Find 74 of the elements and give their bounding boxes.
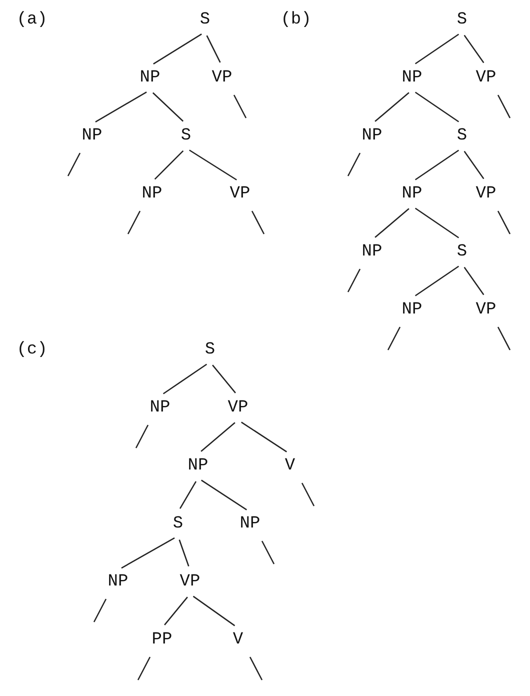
category-label: NP (402, 70, 422, 86)
category-label: S (456, 244, 468, 260)
category-label: VP (476, 302, 496, 318)
branch-line (414, 150, 460, 180)
category-label: S (456, 128, 468, 144)
branch-line (241, 422, 287, 452)
branch-line (212, 364, 236, 394)
category-label: NP (402, 302, 422, 318)
panel-label: (c) (16, 342, 48, 358)
branch-line (164, 596, 188, 626)
category-label: VP (230, 186, 250, 202)
category-label: S (456, 12, 468, 28)
branch-line (414, 208, 460, 238)
branch-line (121, 537, 175, 569)
branch-line (233, 94, 247, 118)
category-label: NP (142, 186, 162, 202)
branch-line (387, 326, 401, 350)
branch-line (464, 266, 484, 296)
branch-line (464, 150, 484, 180)
branch-line (192, 596, 236, 626)
branch-line (152, 92, 184, 122)
branch-line (301, 482, 315, 506)
panel-label: (b) (280, 12, 312, 28)
branch-line (347, 152, 361, 176)
branch-line (251, 210, 265, 234)
category-label: NP (150, 400, 170, 416)
branch-line (154, 150, 184, 180)
category-label: VP (476, 186, 496, 202)
category-label: V (284, 458, 296, 474)
branch-line (464, 34, 484, 64)
category-label: NP (402, 186, 422, 202)
category-label: V (232, 632, 244, 648)
branch-line (137, 656, 151, 680)
category-label: NP (240, 516, 260, 532)
branch-line (127, 210, 141, 234)
branch-line (206, 35, 221, 63)
branch-line (178, 540, 190, 566)
category-label: PP (152, 632, 172, 648)
branch-line (135, 424, 149, 448)
category-label: NP (362, 244, 382, 260)
category-label: VP (212, 70, 232, 86)
branch-line (200, 422, 236, 452)
category-label: NP (108, 574, 128, 590)
branch-line (414, 34, 460, 64)
branch-line (95, 91, 147, 123)
branch-line (93, 598, 107, 622)
branch-line (414, 92, 460, 122)
branch-line (374, 92, 410, 122)
category-label: NP (362, 128, 382, 144)
category-label: S (204, 342, 216, 358)
branch-line (497, 94, 511, 118)
category-label: S (200, 12, 210, 28)
branch-line (153, 34, 202, 64)
branch-line (261, 540, 275, 564)
category-label: VP (180, 574, 200, 590)
branch-line (374, 208, 410, 238)
branch-line (497, 326, 511, 350)
branch-line (162, 364, 208, 394)
category-label: VP (228, 400, 248, 416)
category-label: NP (188, 458, 208, 474)
panel-label: (a) (16, 12, 48, 28)
category-label: VP (476, 70, 496, 86)
category-label: S (180, 128, 192, 144)
category-label: S (172, 516, 184, 532)
branch-line (179, 481, 197, 509)
branch-line (189, 150, 237, 180)
branch-line (67, 152, 81, 176)
branch-line (201, 480, 247, 510)
category-label: NP (140, 70, 160, 86)
branch-line (249, 656, 263, 680)
branch-line (347, 268, 361, 292)
branch-line (497, 210, 511, 234)
category-label: NP (82, 128, 102, 144)
branch-line (414, 266, 460, 296)
